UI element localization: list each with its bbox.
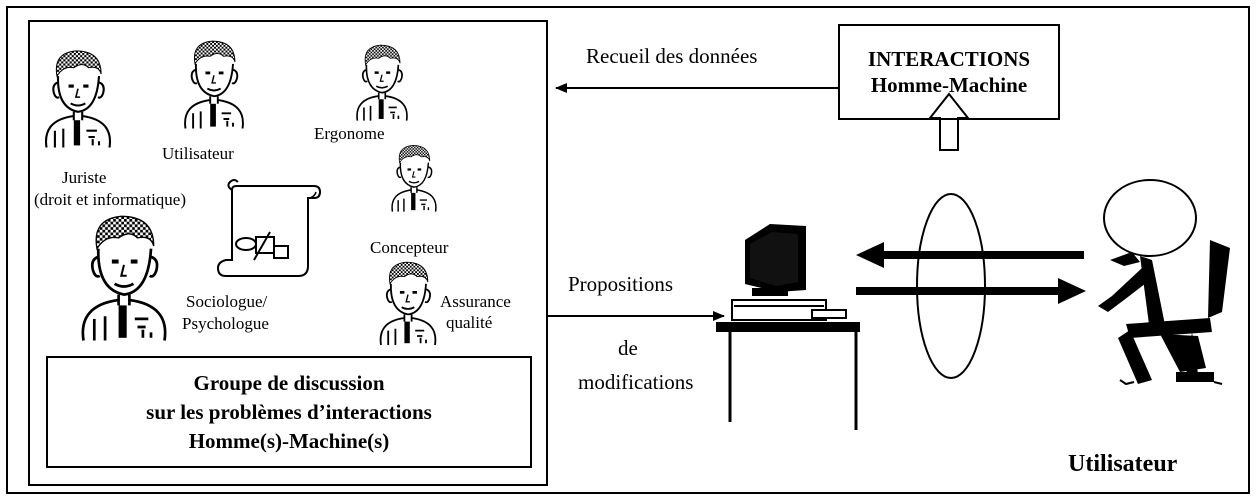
- interactions-title: INTERACTIONS: [867, 47, 1031, 71]
- sociologue-label: Sociologue/: [186, 292, 268, 311]
- assurance-figure: [379, 261, 437, 346]
- propositions-label: Propositions: [568, 272, 674, 296]
- utilisateur-role-label: Utilisateur: [162, 144, 234, 163]
- psychologue-label: Psychologue: [182, 314, 269, 333]
- modifications-label: modifications: [578, 370, 694, 394]
- utilisateur-figure: [184, 40, 244, 130]
- juriste-figure: [44, 49, 112, 149]
- qualite-label: qualité: [446, 313, 493, 332]
- concepteur-figure: [391, 144, 437, 213]
- caption-line-1: Groupe de discussion: [193, 370, 385, 395]
- interactions-box: INTERACTIONS Homme-Machine: [838, 24, 1060, 120]
- interactions-subtitle: Homme-Machine: [870, 73, 1028, 97]
- scroll-document-icon: [216, 179, 322, 277]
- discussion-group-caption: Groupe de discussion sur les problèmes d…: [46, 356, 532, 468]
- concepteur-label: Concepteur: [370, 238, 449, 257]
- diagram-frame: [6, 6, 1250, 494]
- assurance-label: Assurance: [440, 292, 511, 311]
- user-title: Utilisateur: [1068, 451, 1178, 477]
- ergonome-label: Ergonome: [314, 124, 385, 143]
- caption-line-3: Homme(s)-Machine(s): [188, 428, 390, 453]
- collect-data-label: Recueil des données: [586, 44, 758, 68]
- sociologue-figure: [81, 214, 167, 342]
- interaction-ellipse: [916, 193, 986, 379]
- computer-desk-icon: [716, 224, 860, 430]
- ergonome-figure: [356, 44, 408, 122]
- juriste-detail-label: (droit et informatique): [34, 190, 187, 209]
- juriste-label: Juriste: [62, 168, 107, 187]
- caption-line-2: sur les problèmes d’interactions: [146, 399, 432, 424]
- arrow-to-computer: [856, 242, 1084, 268]
- discussion-group-box: [28, 20, 548, 486]
- user-figure: [1098, 179, 1230, 386]
- de-label: de: [618, 336, 638, 360]
- arrow-to-user: [856, 278, 1086, 304]
